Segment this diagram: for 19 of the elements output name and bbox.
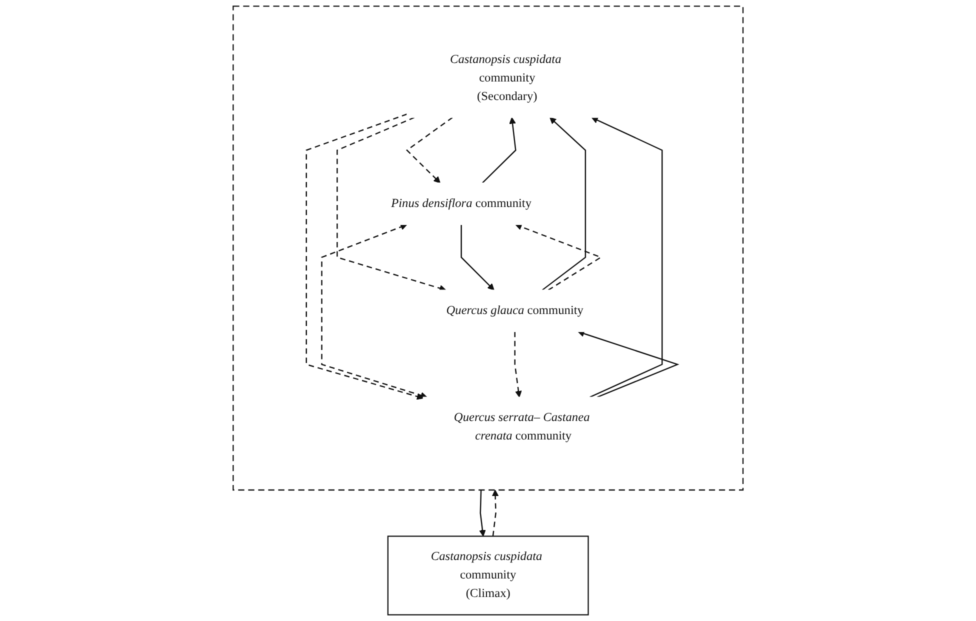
arrow [460,224,494,290]
node-text: Pinus densiflora community [391,196,532,210]
arrow [336,116,446,292]
arrow [514,332,522,398]
arrow [515,224,602,291]
arrow [589,117,663,398]
arrow [406,117,453,184]
node-text: Quercus serrata– Castanea crenata community [454,411,590,443]
arrow [479,490,486,537]
arrow [492,490,499,536]
arrow [306,114,424,400]
arrow [542,117,586,291]
cluster [232,6,744,491]
node-text: Castanopsis cuspidata community (Secondary) [450,52,562,103]
arrow [578,330,680,398]
arrow [482,117,516,184]
arrow [321,224,428,399]
node-box: Castanopsis cuspidata community (Climax) [387,536,589,616]
node-text: Quercus glauca community [446,304,584,318]
